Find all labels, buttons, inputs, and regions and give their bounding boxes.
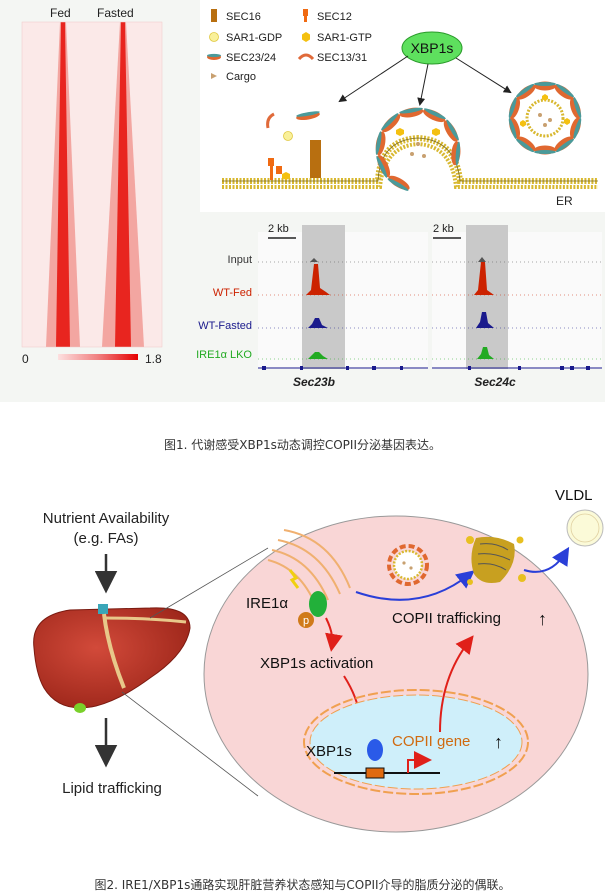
sar1-gdp-icon	[210, 33, 219, 42]
chip-heatmap	[22, 22, 162, 347]
sar1-gdp	[284, 132, 293, 141]
copii-trafficking-up-icon: ↑	[538, 609, 547, 629]
legend-cargo: Cargo	[226, 71, 256, 83]
legend-sec16: SEC16	[226, 11, 261, 23]
scale-max-label: 1.8	[145, 352, 162, 366]
sec16-icon	[211, 9, 217, 22]
figure2-caption-area: 图2. IRE1/XBP1s通路实现肝脏营养状态感知与COPII介导的脂质分泌的…	[0, 840, 605, 894]
figure1-caption: 图1. 代谢感受XBP1s动态调控COPII分泌基因表达。	[0, 436, 605, 453]
copii-gene-up-icon: ↑	[494, 732, 503, 752]
gallbladder	[74, 703, 86, 713]
xbp1s-label: XBP1s	[411, 40, 454, 56]
highlight-sec23b	[302, 225, 345, 369]
figure2-panel: Nutrient Availability (e.g. FAs) Lipid t…	[0, 478, 605, 840]
ire1a-label: IRE1α	[246, 595, 288, 612]
gene-label-sec23b: Sec23b	[293, 375, 335, 389]
xbp1s-protein	[367, 739, 383, 761]
sec16-protein	[310, 140, 321, 178]
xbp1s-nucleus-label: XBP1s	[306, 743, 352, 760]
legend-sec13-31: SEC13/31	[317, 52, 367, 64]
genome-tracks: 2 kb 2 kb Input WT-Fed WT-Fasted IRE1α L…	[196, 223, 602, 389]
track-label-input: Input	[228, 254, 252, 266]
scale-bar-right-label: 2 kb	[433, 223, 454, 235]
lipid-trafficking-text: Lipid trafficking	[62, 780, 162, 797]
figure1-graphic: Fed Fasted 0 1.8 SEC16 SEC12 SAR1-GDP SA…	[0, 0, 605, 402]
legend-sec23-24: SEC23/24	[226, 52, 276, 64]
figure1-caption-area: 图1. 代谢感受XBP1s动态调控COPII分泌基因表达。	[0, 402, 605, 478]
figure1-panel: Fed Fasted 0 1.8 SEC16 SEC12 SAR1-GDP SA…	[0, 0, 605, 402]
track-label-wt-fasted: WT-Fasted	[198, 320, 252, 332]
promoter-box	[366, 768, 384, 778]
sec12-icon	[303, 9, 308, 16]
hepatic-vessel	[98, 604, 108, 614]
legend-sar1-gdp: SAR1-GDP	[226, 32, 282, 44]
track-label-ire1a-lko: IRE1α LKO	[196, 349, 252, 361]
heatmap-fed-label: Fed	[50, 6, 71, 20]
phosphate-label: p	[303, 615, 309, 627]
track-label-wt-fed: WT-Fed	[213, 287, 252, 299]
copii-trafficking-text: COPII trafficking	[392, 610, 501, 627]
legend-sec12: SEC12	[317, 11, 352, 23]
ire1a-protein	[309, 591, 327, 617]
legend-sar1-gtp: SAR1-GTP	[317, 32, 372, 44]
scale-min-label: 0	[22, 352, 29, 366]
track-area-right	[432, 232, 602, 369]
gene-label-sec24c: Sec24c	[474, 375, 516, 389]
figure2-graphic: Nutrient Availability (e.g. FAs) Lipid t…	[0, 478, 605, 840]
scale-bar-left-label: 2 kb	[268, 223, 289, 235]
heatmap-fasted-label: Fasted	[97, 6, 134, 20]
copii-gene-text: COPII gene	[392, 733, 470, 750]
nutrient-example-text: (e.g. FAs)	[73, 530, 138, 547]
figure2-caption: 图2. IRE1/XBP1s通路实现肝脏营养状态感知与COPII介导的脂质分泌的…	[0, 876, 605, 893]
vldl-label: VLDL	[555, 487, 593, 504]
sec12-protein	[268, 158, 274, 166]
xbp1s-activation-text: XBP1s activation	[260, 655, 373, 672]
vldl-particle	[567, 510, 603, 546]
heatmap-color-scale	[58, 354, 138, 360]
nutrient-availability-text: Nutrient Availability	[43, 510, 170, 527]
er-label: ER	[556, 194, 573, 208]
